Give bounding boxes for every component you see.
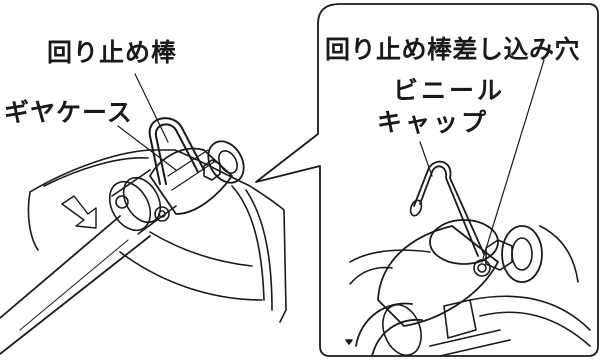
label-stopper-hole: 回り止め棒差し込み穴 [325, 35, 581, 64]
leader-stopper-hole [481, 59, 545, 263]
leader-gear-case [117, 125, 177, 171]
label-gear-case: ギヤケース [4, 98, 133, 127]
tank-rim-right [231, 185, 265, 301]
gear-case-zoom [377, 219, 543, 327]
zoom-clamp [355, 299, 511, 357]
label-vinyl-cap-line1: ビニール [393, 76, 506, 105]
leader-vinyl-cap [419, 141, 433, 177]
callout-bubble [255, 3, 599, 357]
tank-rim-right-2 [245, 189, 273, 311]
tank-inner-curve-2 [119, 251, 263, 301]
housing-bottom-right [469, 295, 591, 331]
label-vinyl-cap-line2: キャップ [377, 108, 490, 137]
zoom-view [345, 59, 591, 357]
gear-case [149, 140, 245, 215]
drive-shaft [0, 215, 151, 355]
tank-inner-curve-3 [149, 231, 253, 267]
housing-arc-1 [349, 249, 431, 263]
housing-bottom-right-2 [479, 311, 591, 347]
small-arrow-mark [345, 339, 353, 345]
housing-right [539, 225, 579, 283]
stopper-rod [148, 117, 205, 185]
stopper-rod-with-cap [409, 160, 485, 257]
leader-stopper-rod [134, 73, 169, 143]
vinyl-cap [409, 199, 423, 217]
direction-arrow-icon [61, 195, 97, 229]
label-stopper-rod: 回り止め棒 [47, 38, 178, 67]
main-view [0, 73, 287, 355]
tank-left-edge [27, 191, 39, 251]
shaft-clamp [108, 169, 177, 235]
tank-inner-curve-1 [43, 156, 149, 187]
